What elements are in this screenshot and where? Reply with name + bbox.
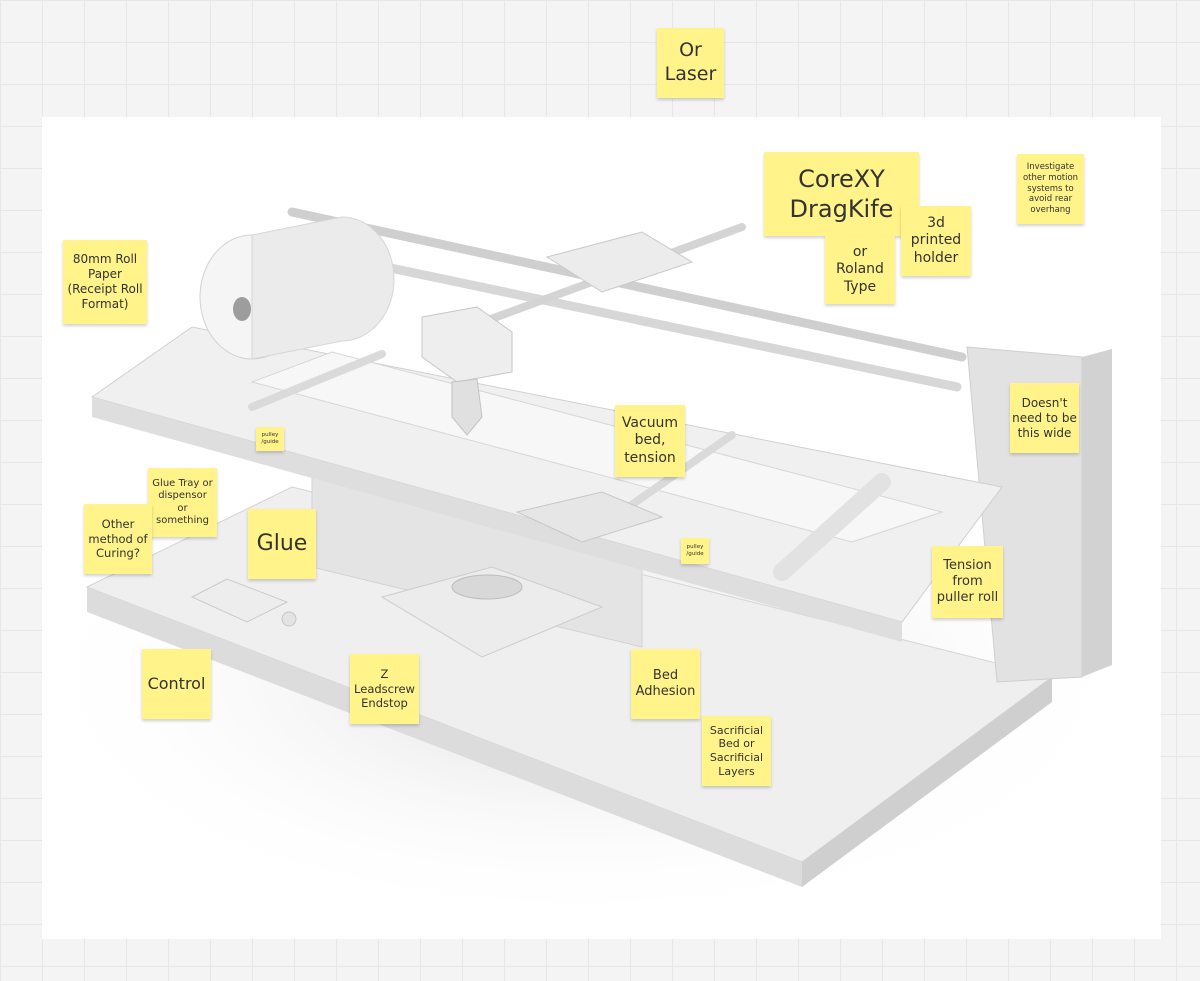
front-rail bbox=[357, 257, 962, 392]
drag-knife bbox=[451, 378, 483, 436]
pulley-guide-left-note: pulley /guide bbox=[256, 427, 284, 451]
not-wide-note: Doesn't need to be this wide bbox=[1010, 383, 1079, 453]
z-leadscrew-endstop-note: Z Leadscrew Endstop bbox=[350, 654, 419, 724]
render-board bbox=[42, 117, 1161, 939]
corexy-dragknife-note: CoreXY DragKife bbox=[764, 152, 919, 236]
glue-tray-note: Glue Tray or dispensor or something bbox=[148, 468, 217, 537]
control-note: Control bbox=[142, 649, 211, 719]
rear-rail bbox=[287, 207, 967, 362]
sacrificial-bed-note: Sacrificial Bed or Sacrificial Layers bbox=[702, 716, 771, 786]
left-guide-roller bbox=[248, 350, 386, 411]
pulley-guide-right-note: pulley /guide bbox=[681, 538, 709, 564]
roland-type-note: or Roland Type bbox=[825, 236, 895, 304]
control-tray bbox=[190, 578, 289, 623]
paper-roll-core bbox=[233, 297, 251, 321]
tool-head bbox=[421, 306, 513, 383]
vacuum-bed-note: Vacuum bed, tension bbox=[615, 405, 685, 477]
paper-roll-body bbox=[251, 216, 395, 360]
puller-roll bbox=[773, 473, 891, 581]
or-laser-note: Or Laser bbox=[657, 28, 724, 98]
carriage-plate bbox=[545, 231, 694, 293]
base-plate-side bbox=[802, 677, 1052, 887]
z-bed-plate bbox=[380, 566, 604, 658]
side-tower-edge bbox=[1082, 349, 1112, 677]
upper-deck-front bbox=[92, 397, 902, 642]
control-knob bbox=[281, 611, 297, 627]
investigate-motion-note: Investigate other motion systems to avoi… bbox=[1017, 154, 1084, 224]
benchy-print bbox=[451, 574, 523, 600]
base-plate-front bbox=[87, 587, 802, 887]
bed-adhesion-note: Bed Adhesion bbox=[631, 649, 700, 719]
curing-note: Other method of Curing? bbox=[84, 504, 152, 574]
glue-note: Glue bbox=[248, 509, 316, 579]
tension-note: Tension from puller roll bbox=[932, 546, 1003, 618]
machine-render bbox=[42, 207, 1142, 927]
vacuum-bed bbox=[515, 491, 664, 543]
roll-paper-note: 80mm Roll Paper (Receipt Roll Format) bbox=[63, 240, 147, 324]
printed-holder-note: 3d printed holder bbox=[901, 206, 971, 276]
